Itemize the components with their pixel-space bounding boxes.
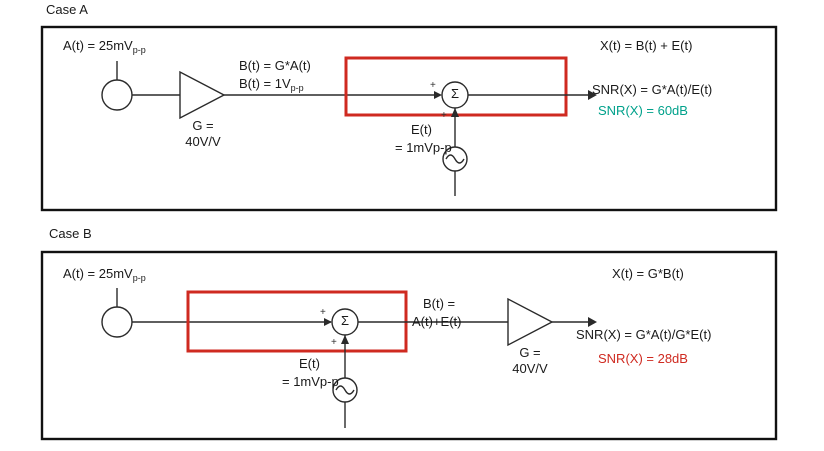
case-a-amplifier-triangle xyxy=(179,70,226,120)
case-a-frame xyxy=(40,25,778,212)
case-a-wire-label-line2-main: B(t) = 1V xyxy=(239,76,291,91)
case-b-amplifier-triangle xyxy=(507,297,554,347)
case-a-summer-input-arrowhead xyxy=(434,91,442,99)
case-b-output-eq: X(t) = G*B(t) xyxy=(612,266,684,281)
case-a-title: Case A xyxy=(46,2,88,17)
case-b-source-label-main: A(t) = 25mV xyxy=(63,266,133,281)
case-b-source-label-sub: p-p xyxy=(132,273,146,283)
case-b-sigma-symbol: Σ xyxy=(340,313,350,328)
case-a-summer-plus-bottom: + xyxy=(441,110,447,121)
case-a-wire-label-line2-sub: p-p xyxy=(290,83,304,93)
case-a-output-eq: X(t) = B(t) + E(t) xyxy=(600,38,693,53)
case-b-wire-label-line1: B(t) = xyxy=(423,296,456,311)
case-b-source-label: A(t) = 25mVp-p xyxy=(63,266,146,283)
case-a-noise-arrowhead xyxy=(451,108,459,117)
case-a-wire-label-line1: B(t) = G*A(t) xyxy=(239,58,311,73)
case-a-noise-label-line2: = 1mVp-p xyxy=(395,140,452,155)
case-b-summer-plus-bottom: + xyxy=(331,337,337,348)
case-b-noise-label-line1: E(t) xyxy=(299,356,320,371)
case-b-output-arrowhead xyxy=(588,317,597,327)
case-b-gain-label-line1: G = xyxy=(519,345,541,360)
case-b-source-circle xyxy=(101,306,133,338)
case-a-source-label-sub: p-p xyxy=(132,45,146,55)
case-a-output-arrowhead xyxy=(588,90,597,100)
case-b-sine-icon xyxy=(335,385,355,395)
case-a-source-label: A(t) = 25mVp-p xyxy=(63,38,146,55)
case-a-source-circle xyxy=(101,79,133,111)
case-a-sigma-symbol: Σ xyxy=(450,86,460,101)
case-b-wire-label-line2: A(t)+E(t) xyxy=(412,314,462,329)
case-a-snr-value: SNR(X) = 60dB xyxy=(598,103,688,118)
case-b-summer-input-arrowhead xyxy=(324,318,332,326)
case-a-summer-plus-left: + xyxy=(430,80,436,91)
case-a-wire-label-line2: B(t) = 1Vp-p xyxy=(239,76,304,93)
case-b-snr-value: SNR(X) = 28dB xyxy=(598,351,688,366)
case-a-gain-label-line1: G = xyxy=(192,118,214,133)
case-b-gain-label-line2: 40V/V xyxy=(512,361,548,376)
case-b-snr-eq: SNR(X) = G*A(t)/G*E(t) xyxy=(576,327,712,342)
case-b-frame xyxy=(40,250,778,441)
case-b-summer-plus-left: + xyxy=(320,307,326,318)
case-a-snr-eq: SNR(X) = G*A(t)/E(t) xyxy=(592,82,713,97)
case-a-sine-icon xyxy=(445,154,465,164)
case-a-gain-label-line2: 40V/V xyxy=(185,134,221,149)
case-a-source-label-main: A(t) = 25mV xyxy=(63,38,133,53)
case-b-title: Case B xyxy=(49,226,92,241)
case-b-noise-label-line2: = 1mVp-p xyxy=(282,374,339,389)
case-a-noise-label-line1: E(t) xyxy=(411,122,432,137)
case-b-noise-arrowhead xyxy=(341,335,349,344)
